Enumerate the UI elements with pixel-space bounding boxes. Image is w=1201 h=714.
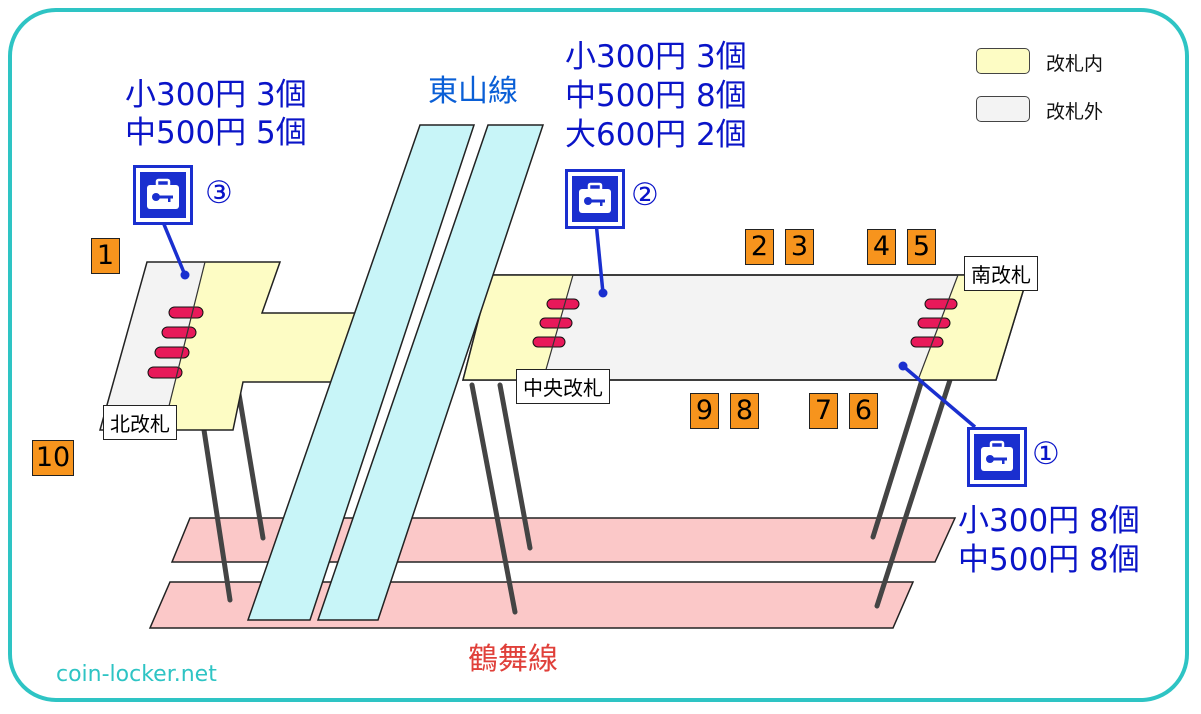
- locker-2-line-3: 大600円 2個: [565, 117, 747, 153]
- exit-9: 9: [690, 393, 719, 429]
- legend-swatch-inside: [976, 48, 1030, 74]
- tsurumai-line-label: 鶴舞線: [468, 642, 558, 677]
- exit-3: 3: [785, 229, 814, 265]
- gate-label-north: 北改札: [103, 405, 177, 440]
- exit-4: 4: [867, 229, 896, 265]
- exit-5: 5: [907, 229, 936, 265]
- gate-label-south: 南改札: [964, 256, 1038, 291]
- legend-label-outside: 改札外: [1046, 101, 1104, 123]
- higashiyama-line-label: 東山線: [428, 74, 518, 109]
- frame-border: [8, 8, 1189, 702]
- locker-3-line-2: 中500円 5個: [125, 115, 307, 151]
- exit-2: 2: [745, 229, 774, 265]
- legend-label-inside: 改札内: [1046, 53, 1104, 75]
- exit-1: 1: [91, 238, 120, 274]
- locker-2-icon: [565, 169, 625, 229]
- suitcase-key-icon: [579, 182, 611, 213]
- locker-2-mark: ②: [631, 177, 659, 213]
- exit-6: 6: [849, 393, 878, 429]
- gate-markers-central: [532, 298, 580, 348]
- exit-7: 7: [809, 393, 838, 429]
- higashiyama-track-left: [246, 124, 476, 621]
- locker-pointers: [161, 221, 977, 429]
- stair-lines: [201, 377, 953, 615]
- gate-markers-south: [910, 298, 958, 348]
- higashiyama-track-right: [316, 124, 545, 621]
- locker-2-line-1: 小300円 3個: [565, 39, 747, 75]
- locker-pointer-dots: [180, 270, 908, 371]
- locker-3-line-1: 小300円 3個: [125, 77, 307, 113]
- locker-2-line-2: 中500円 8個: [565, 78, 747, 114]
- gate-label-central: 中央改札: [516, 369, 610, 404]
- concourse-outline-central: [462, 274, 1030, 381]
- legend-swatch-outside: [976, 96, 1030, 122]
- locker-3-mark: ③: [205, 175, 233, 211]
- gate-divider-lines: [162, 261, 959, 431]
- locker-1-line-2: 中500円 8個: [958, 542, 1140, 578]
- concourse-inside-north: [163, 262, 370, 430]
- exit-8: 8: [730, 393, 759, 429]
- suitcase-key-icon: [147, 178, 179, 209]
- locker-3-icon: [133, 165, 193, 225]
- locker-1-mark: ①: [1032, 436, 1060, 472]
- locker-1-line-1: 小300円 8個: [958, 503, 1140, 539]
- exit-10: 10: [32, 440, 74, 476]
- locker-1-icon: [967, 427, 1027, 487]
- site-footer: coin-locker.net: [56, 662, 217, 687]
- suitcase-key-icon: [981, 440, 1013, 471]
- concourse-inside-central: [463, 275, 573, 380]
- concourse-inside-south: [918, 275, 1028, 380]
